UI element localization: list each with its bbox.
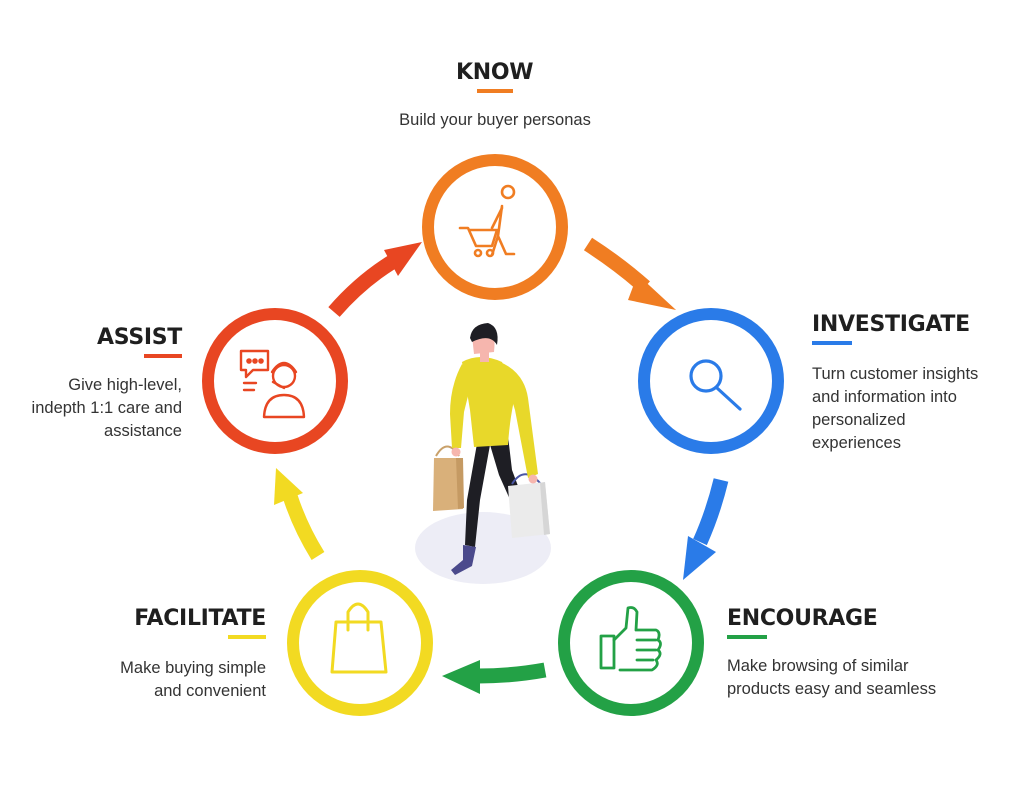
know-title: KNOW [456, 60, 534, 85]
investigate-description-line: personalized [812, 411, 906, 429]
arrow-facilitate-to-assist [274, 468, 325, 560]
facilitate-underline [228, 635, 266, 639]
facilitate-description-line: Make buying simple [120, 659, 266, 677]
arrow-assist-to-know [328, 242, 422, 317]
assist-title: ASSIST [97, 325, 182, 350]
encourage-underline [727, 635, 767, 639]
assist-description-line: Give high-level, [68, 376, 182, 394]
thumbs-up-icon [599, 606, 662, 672]
investigate-description-line: Turn customer insights [812, 365, 979, 383]
investigate-underline [812, 341, 852, 345]
know-description: Build your buyer personas [399, 111, 591, 129]
know-underline [477, 89, 513, 93]
investigate-description: Turn customer insights and information i… [812, 363, 1027, 455]
arrow-know-to-investigate [583, 237, 676, 310]
shopping-cart-person-icon [458, 184, 516, 258]
assist-description: Give high-level, indepth 1:1 care and as… [0, 374, 182, 443]
encourage-title: ENCOURAGE [727, 606, 878, 631]
encourage-description: Make browsing of similar products easy a… [727, 655, 987, 701]
facilitate-description-line: and convenient [154, 682, 266, 700]
assist-description-line: assistance [104, 422, 182, 440]
shopper-with-bags-icon [433, 323, 550, 575]
assist-underline [144, 354, 182, 358]
assist-description-line: indepth 1:1 care and [31, 399, 182, 417]
investigate-description-line: experiences [812, 434, 901, 452]
investigate-description-line: and information into [812, 388, 957, 406]
magnifier-icon [689, 359, 742, 411]
support-agent-icon [239, 349, 306, 419]
arrow-investigate-to-encourage [683, 478, 729, 580]
investigate-title: INVESTIGATE [812, 312, 970, 337]
know-circle [422, 154, 568, 300]
facilitate-circle [287, 570, 433, 716]
encourage-description-line: products easy and seamless [727, 680, 937, 698]
shopping-bag-icon [330, 602, 388, 674]
facilitate-title: FACILITATE [134, 606, 266, 631]
encourage-description-line: Make browsing of similar [727, 657, 909, 675]
arrow-encourage-to-facilitate [442, 660, 547, 694]
investigate-circle [638, 308, 784, 454]
encourage-circle [558, 570, 704, 716]
facilitate-description: Make buying simple and convenient [56, 657, 266, 703]
